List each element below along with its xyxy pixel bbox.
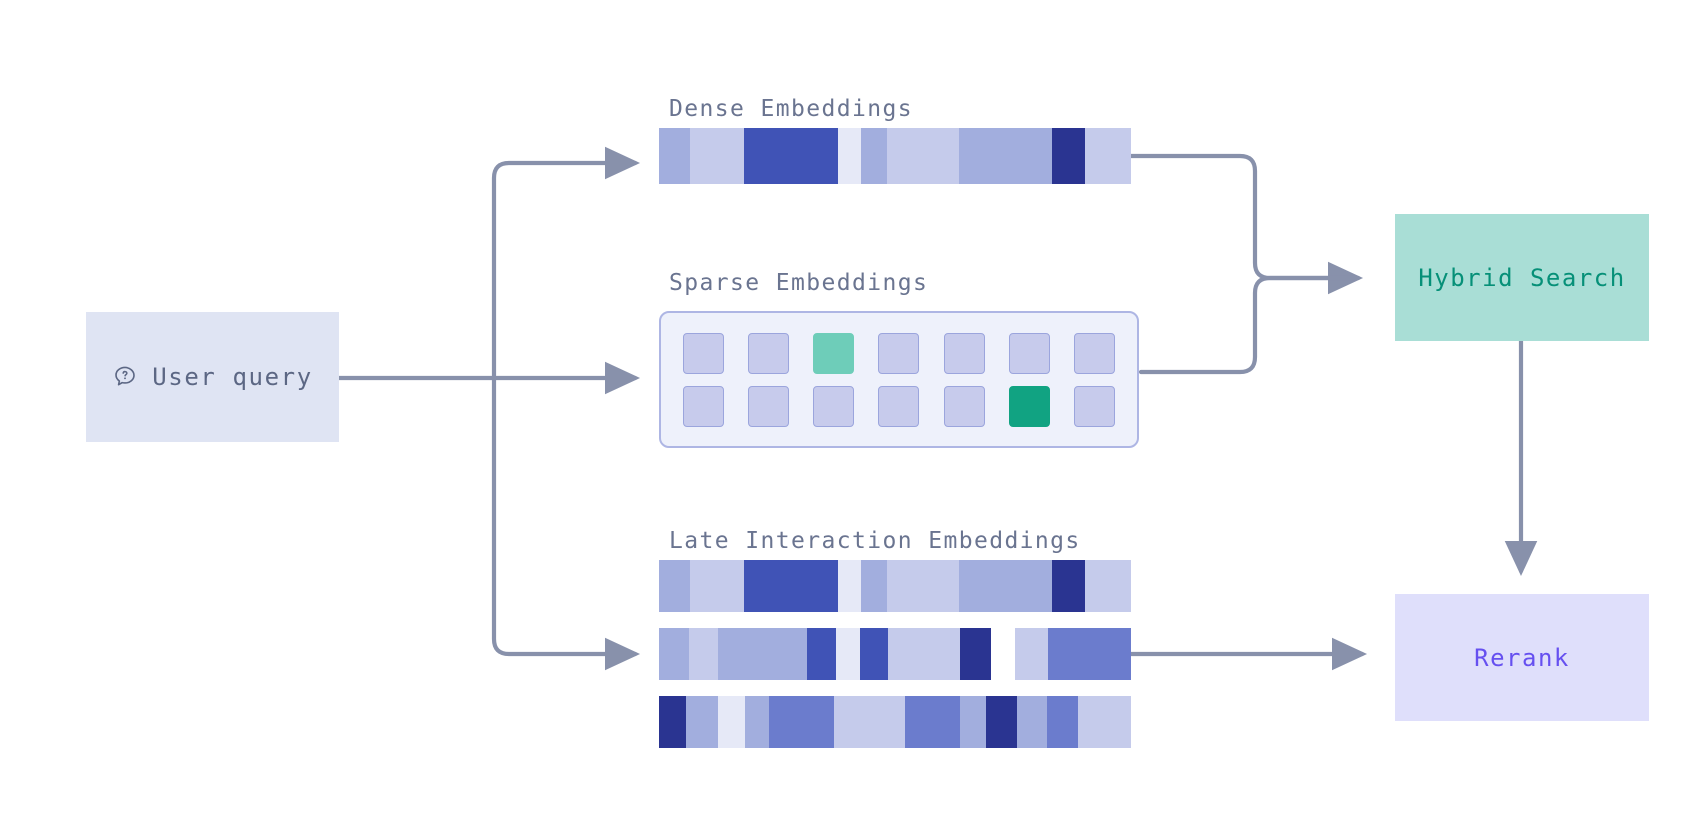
embedding-segment: [1052, 560, 1085, 612]
dense-embeddings-strip: [659, 128, 1131, 184]
embedding-segment: [745, 696, 769, 748]
edge-query-to-dense: [491, 146, 641, 381]
embedding-segment: [718, 696, 745, 748]
sparse-row: [683, 385, 1115, 427]
embedding-segment: [659, 128, 690, 184]
edge-sparse-to-hybrid: [1138, 275, 1361, 375]
embedding-segment: [1048, 628, 1131, 680]
edge-dense-to-hybrid: [1128, 153, 1364, 295]
dense-embeddings-title: Dense Embeddings: [669, 96, 913, 122]
sparse-cell: [813, 385, 855, 427]
sparse-cell: [683, 385, 724, 427]
sparse-cell: [1073, 385, 1115, 427]
late-interaction-strip-3: [659, 696, 1131, 748]
embedding-segment: [986, 696, 1017, 748]
sparse-cell-active: [1008, 385, 1050, 427]
embedding-segment: [1052, 128, 1085, 184]
embedding-segment: [837, 560, 862, 612]
sparse-cell: [683, 332, 724, 374]
embedding-segment: [1084, 128, 1131, 184]
embedding-segment: [743, 560, 838, 612]
sparse-cell: [1008, 332, 1050, 374]
embedding-segment: [659, 628, 689, 680]
embedding-segment: [686, 696, 718, 748]
embedding-segment: [959, 128, 1053, 184]
embedding-segment: [769, 696, 834, 748]
embedding-segment: [837, 128, 862, 184]
sparse-cell-active: [813, 332, 855, 374]
embedding-segment: [834, 696, 905, 748]
sparse-embeddings-title: Sparse Embeddings: [669, 270, 929, 296]
sparse-cell: [943, 332, 985, 374]
sparse-cell: [748, 332, 790, 374]
embedding-segment: [743, 128, 838, 184]
sparse-cell: [1073, 332, 1115, 374]
late-interaction-embeddings-title: Late Interaction Embeddings: [669, 528, 1081, 554]
sparse-cell: [878, 385, 920, 427]
embedding-segment: [860, 628, 888, 680]
sparse-embeddings-panel: [659, 311, 1139, 448]
embedding-segment: [960, 696, 986, 748]
embedding-segment: [689, 560, 744, 612]
embedding-segment: [718, 628, 807, 680]
embedding-segment: [1084, 560, 1131, 612]
embedding-segment: [886, 128, 960, 184]
embedding-segment: [959, 560, 1053, 612]
embedding-segment: [886, 560, 960, 612]
embedding-segment: [1017, 696, 1047, 748]
question-speech-bubble-icon: [115, 366, 136, 386]
rerank-node[interactable]: Rerank: [1395, 594, 1649, 721]
embedding-segment: [689, 128, 744, 184]
embedding-segment: [905, 696, 960, 748]
embedding-segment: [960, 628, 991, 680]
late-interaction-strip-1: [659, 560, 1131, 612]
embedding-segment: [1047, 696, 1078, 748]
embedding-segment: [836, 628, 860, 680]
hybrid-search-label: Hybrid Search: [1418, 263, 1626, 292]
sparse-cell: [748, 385, 790, 427]
embedding-segment: [807, 628, 836, 680]
sparse-row: [683, 332, 1115, 374]
late-interaction-strip-2: [659, 628, 1131, 680]
embedding-segment: [861, 560, 887, 612]
embedding-segment: [659, 560, 690, 612]
rerank-label: Rerank: [1474, 643, 1570, 672]
embedding-segment: [689, 628, 718, 680]
embedding-segment: [861, 128, 887, 184]
hybrid-search-node[interactable]: Hybrid Search: [1395, 214, 1649, 341]
sparse-cell: [943, 385, 985, 427]
embedding-segment: [659, 696, 686, 748]
sparse-cell: [878, 332, 920, 374]
edge-query-to-late: [491, 375, 641, 671]
embedding-segment: [1015, 628, 1048, 680]
user-query-node[interactable]: User query: [86, 312, 339, 442]
user-query-label: User query: [152, 363, 313, 391]
embedding-segment: [888, 628, 960, 680]
embedding-segment: [991, 628, 1015, 680]
embedding-segment: [1078, 696, 1131, 748]
